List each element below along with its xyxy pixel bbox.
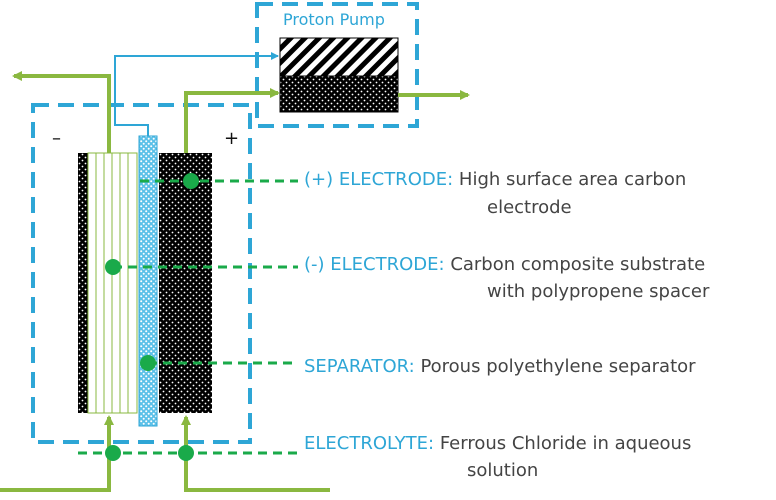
separator-desc: Porous polyethylene separator xyxy=(420,356,696,377)
plus-sign: + xyxy=(224,128,240,149)
electrolyte-key: ELECTROLYTE: xyxy=(304,433,435,454)
negative-electrode-layer xyxy=(87,152,138,414)
electrolyte-desc-1: Ferrous Chloride in aqueous xyxy=(439,433,692,454)
positive-electrode-key: (+) ELECTRODE: xyxy=(304,169,454,190)
dot-electrolyte-negative xyxy=(105,445,121,461)
outlet-flow-left xyxy=(12,71,111,153)
dot-negative-electrode xyxy=(105,259,121,275)
proton-pump-dashed-box xyxy=(255,2,419,128)
dot-separator xyxy=(140,355,156,371)
label-separator: SEPARATOR: Porous polyethylene separator xyxy=(304,355,696,379)
separator-key: SEPARATOR: xyxy=(304,356,415,377)
positive-electrode-desc-1: High surface area carbon xyxy=(458,169,687,190)
negative-collector xyxy=(78,153,88,413)
label-negative-electrode: (-) ELECTRODE: Carbon composite substrat… xyxy=(304,253,705,277)
inlet-flow-positive xyxy=(181,415,330,492)
proton-flow-line xyxy=(114,52,279,136)
electrolyte-desc-2: solution xyxy=(467,460,539,481)
positive-electrode-layer xyxy=(159,153,212,413)
flow-to-pump xyxy=(184,88,280,153)
minus-sign: – xyxy=(52,128,61,149)
label-positive-electrode: (+) ELECTRODE: High surface area carbon xyxy=(304,168,686,192)
proton-pump-dotted-block xyxy=(279,75,399,113)
dot-electrolyte-positive xyxy=(178,445,194,461)
proton-pump-title: Proton Pump xyxy=(283,10,385,29)
dot-positive-electrode xyxy=(183,173,199,189)
negative-electrode-desc-1: Carbon composite substrate xyxy=(450,254,706,275)
positive-electrode-desc-2: electrode xyxy=(487,197,572,218)
negative-electrode-key: (-) ELECTRODE: xyxy=(304,254,445,275)
proton-pump-hatched-block xyxy=(279,37,399,77)
label-electrolyte: ELECTROLYTE: Ferrous Chloride in aqueous xyxy=(304,432,691,456)
negative-electrode-desc-2: with polypropene spacer xyxy=(487,281,710,302)
cell-dashed-box xyxy=(31,103,252,444)
inlet-flow-negative xyxy=(0,415,114,492)
